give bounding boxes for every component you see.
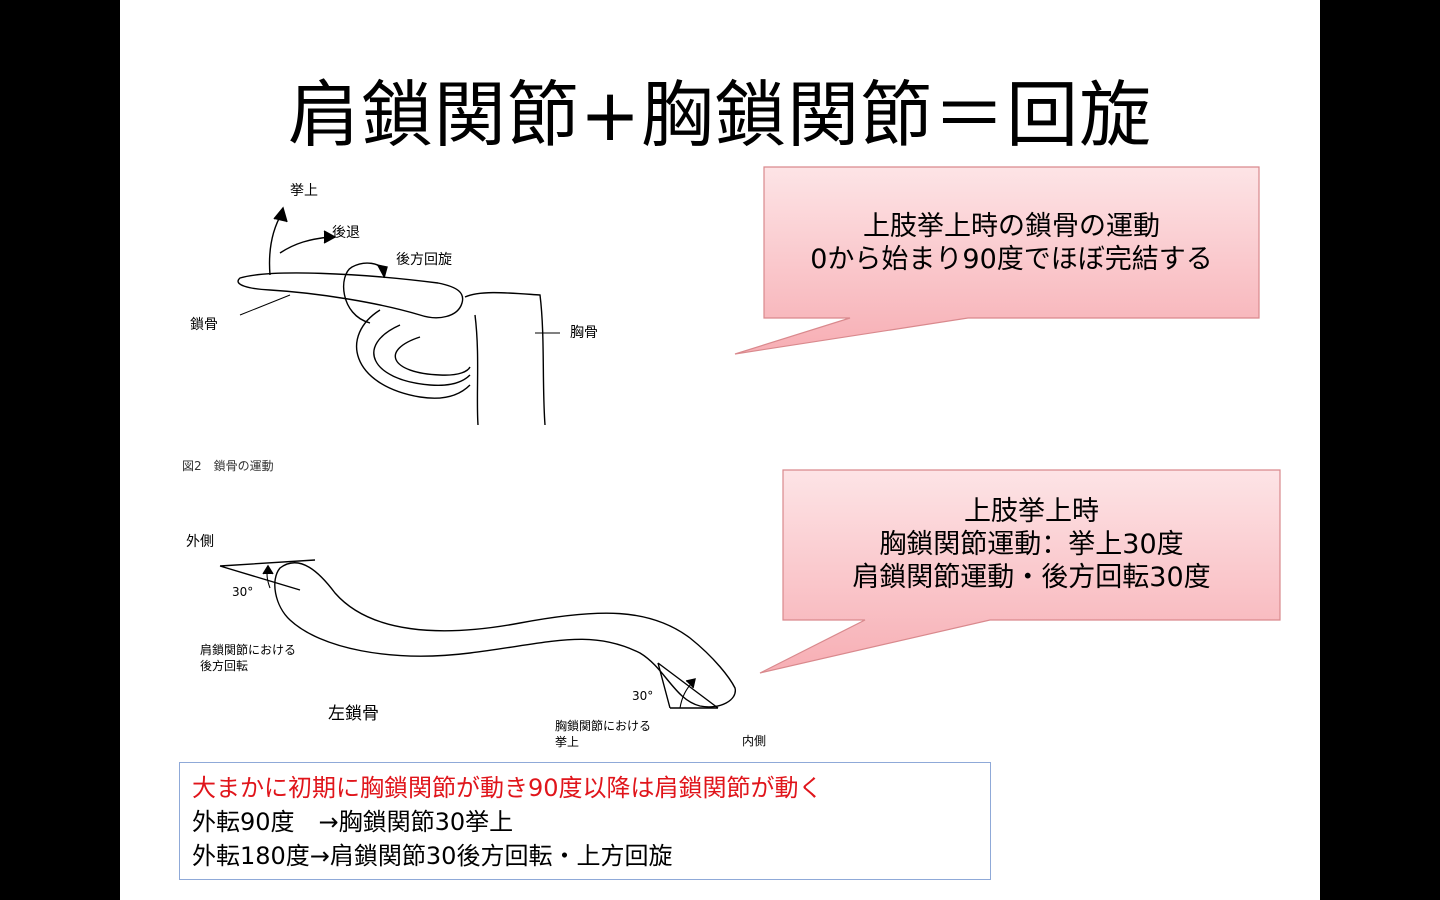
summary-line: 外転90度 →胸鎖関節30挙上	[192, 808, 514, 836]
callout-bottom-line: 肩鎖関節運動・後方回転30度	[852, 562, 1211, 593]
lateral-angle-label: 30°	[232, 585, 254, 599]
callout-top-shape	[734, 166, 1260, 355]
posterior-rotation-arrow	[342, 262, 386, 324]
sc-elevation-label-line: 挙上	[555, 735, 580, 749]
retraction-arrowhead	[323, 230, 337, 244]
posterior-rotation-arrowhead	[376, 264, 388, 279]
ac-rotation-label: 肩鎖関節における 後方回転	[200, 642, 296, 674]
summary-box: 大まかに初期に胸鎖関節が動き90度以降は肩鎖関節が動く 外転90度 →胸鎖関節3…	[179, 762, 991, 880]
clavicle-movement-figure: 挙上 後退 後方回旋 鎖骨 胸骨 図2 鎖骨の運動	[170, 175, 730, 475]
slide-title: 肩鎖関節+胸鎖関節＝回旋	[287, 73, 1153, 157]
callout-bottom-shape	[759, 469, 1281, 674]
rib-shape	[356, 309, 471, 399]
retraction-label: 後退	[332, 225, 360, 241]
callout-top-line: 0から始まり90度でほぼ完結する	[810, 244, 1213, 275]
callout-top-text: 上肢挙上時の鎖骨の運動 0から始まり90度でほぼ完結する	[764, 210, 1259, 276]
medial-angle-label: 30°	[632, 689, 654, 703]
callout-top-line: 上肢挙上時の鎖骨の運動	[863, 211, 1160, 242]
clavicle-shape	[237, 272, 464, 319]
rib-shape	[373, 324, 471, 387]
sc-elevation-label: 胸鎖関節における 挙上	[555, 718, 651, 750]
lateral-angle-arrowhead	[262, 564, 274, 575]
callout-bottom-line: 上肢挙上時	[964, 496, 1099, 527]
summary-line-highlight: 大まかに初期に胸鎖関節が動き90度以降は肩鎖関節が動く	[192, 774, 823, 802]
rib-shape	[394, 336, 471, 376]
posterior-rotation-label: 後方回旋	[396, 252, 452, 268]
sternum-shape	[474, 314, 479, 426]
figure-caption: 図2 鎖骨の運動	[182, 459, 274, 473]
sc-elevation-label-line: 胸鎖関節における	[555, 719, 652, 733]
clavicle-movement-drawing	[237, 206, 560, 426]
medial-angle-arrowhead	[685, 678, 696, 689]
lateral-label: 外側	[186, 534, 214, 550]
callout-shapes	[734, 166, 1281, 674]
ac-rotation-label-line: 後方回転	[200, 659, 249, 673]
slide: 肩鎖関節+胸鎖関節＝回旋 上肢挙上時の鎖骨の運動 0から始まり90度でほぼ完結す…	[120, 0, 1320, 900]
summary-line: 外転180度→肩鎖関節30後方回転・上方回旋	[192, 842, 673, 870]
left-clavicle-shape	[274, 562, 736, 708]
clavicle-leader	[239, 294, 291, 316]
elevation-label: 挙上	[290, 183, 318, 199]
ac-rotation-label-line: 肩鎖関節における	[200, 643, 297, 657]
medial-angle-lines	[657, 662, 719, 709]
left-clavicle-figure: 外側 30° 肩鎖関節における 後方回転 左鎖骨 30° 胸鎖関節における 挙上…	[170, 528, 790, 758]
elevation-arrow	[268, 212, 283, 276]
left-clavicle-drawing	[219, 559, 736, 709]
lateral-angle-lines	[219, 559, 316, 591]
sternum-shape	[464, 291, 546, 426]
medial-label: 内側	[742, 734, 767, 748]
left-clavicle-label: 左鎖骨	[328, 704, 379, 724]
retraction-arrow	[279, 236, 331, 254]
sternum-label: 胸骨	[570, 325, 598, 341]
callout-bottom-line: 胸鎖関節運動：挙上30度	[879, 529, 1184, 560]
elevation-arrowhead	[273, 206, 288, 223]
callout-bottom-text: 上肢挙上時 胸鎖関節運動：挙上30度 肩鎖関節運動・後方回転30度	[783, 495, 1280, 594]
clavicle-label: 鎖骨	[190, 317, 218, 333]
